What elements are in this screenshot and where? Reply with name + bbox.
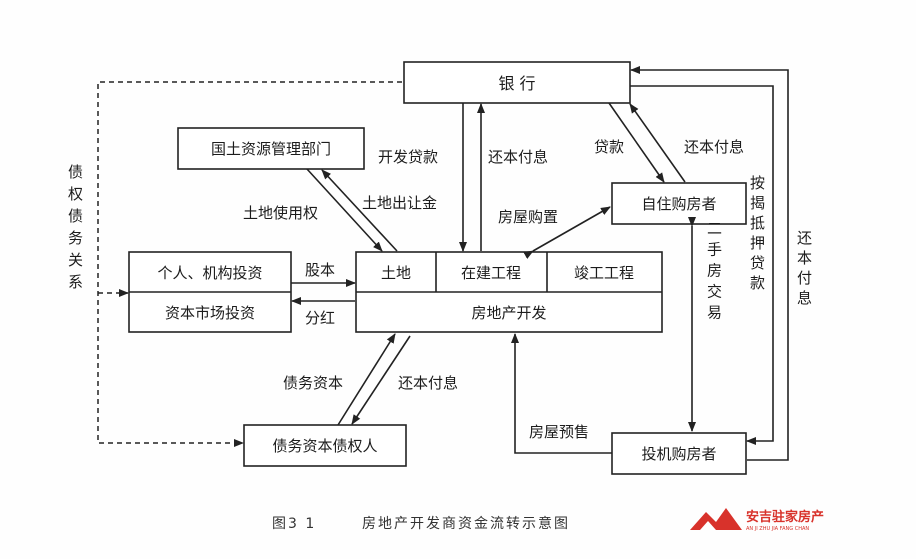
arrow-repay-debt <box>351 335 411 425</box>
node-capital-market-label: 资本市场投资 <box>165 304 255 322</box>
label-dividend: 分红 <box>305 309 335 327</box>
caption-fig-number: 图3 1 <box>272 516 316 532</box>
arrow-land-right <box>306 168 383 252</box>
node-debt-creditor-label: 债务资本债权人 <box>272 437 377 455</box>
node-land-dept: 国土资源管理部门 <box>177 127 365 170</box>
arrow-loan <box>608 102 665 183</box>
brand-logo: 安吉驻家房产 AN JI ZHU JIA FANG CHAN <box>690 508 824 532</box>
node-self-buyer: 自住购房者 <box>611 182 747 225</box>
mountain-logo-icon <box>690 508 742 530</box>
label-repay-self: 还本付息 <box>684 138 744 156</box>
label-debt-relation: 债权债务关系 <box>66 164 84 296</box>
node-completed-label: 竣工工程 <box>574 264 634 282</box>
label-loan: 贷款 <box>594 138 624 156</box>
label-debt-capital: 债务资本 <box>283 374 343 392</box>
arrow-debt-capital <box>337 333 396 426</box>
node-bank: 银 行 <box>403 61 631 104</box>
node-re-dev-block: 土地 在建工程 竣工工程 房地产开发 <box>355 251 663 333</box>
node-under-construction-label: 在建工程 <box>461 264 521 282</box>
label-land-right: 土地使用权 <box>243 204 318 222</box>
node-individual-invest-label: 个人、机构投资 <box>157 264 262 282</box>
node-investor-block: 个人、机构投资 资本市场投资 <box>128 251 292 333</box>
label-secondhand: 二手房交易 <box>705 221 723 326</box>
arrow-mortgage <box>630 85 774 445</box>
arrow-repay-spec <box>630 66 789 461</box>
node-re-dev-label: 房地产开发 <box>471 304 546 322</box>
node-debt-creditor: 债务资本债权人 <box>243 424 407 467</box>
label-equity: 股本 <box>305 261 335 279</box>
svg-text:二手房交易: 二手房交易 <box>705 221 723 326</box>
label-land-fee: 土地出让金 <box>362 194 437 212</box>
caption-title: 房地产开发商资金流转示意图 <box>362 515 570 532</box>
arrow-repay-self <box>629 103 686 183</box>
logo-pinyin: AN JI ZHU JIA FANG CHAN <box>746 526 809 532</box>
label-repay-debt: 还本付息 <box>398 374 458 392</box>
label-repay-spec: 还本付息 <box>795 230 813 310</box>
label-repay-dev: 还本付息 <box>488 148 548 166</box>
arrow-presale <box>511 333 612 454</box>
logo-name: 安吉驻家房产 <box>746 509 824 525</box>
arrow-land-fee <box>321 169 398 252</box>
label-presale: 房屋预售 <box>529 423 589 441</box>
node-bank-label: 银 行 <box>498 74 535 93</box>
node-self-buyer-label: 自住购房者 <box>641 195 716 213</box>
node-spec-buyer-label: 投机购房者 <box>641 445 716 463</box>
node-land-dept-label: 国土资源管理部门 <box>211 140 331 158</box>
label-dev-loan: 开发贷款 <box>378 148 438 166</box>
arrow-house-purchase <box>523 206 611 259</box>
label-mortgage: 按揭抵押贷款 <box>748 175 766 295</box>
node-spec-buyer: 投机购房者 <box>611 432 747 475</box>
node-land-label: 土地 <box>381 264 411 282</box>
label-house-purchase: 房屋购置 <box>498 208 558 226</box>
